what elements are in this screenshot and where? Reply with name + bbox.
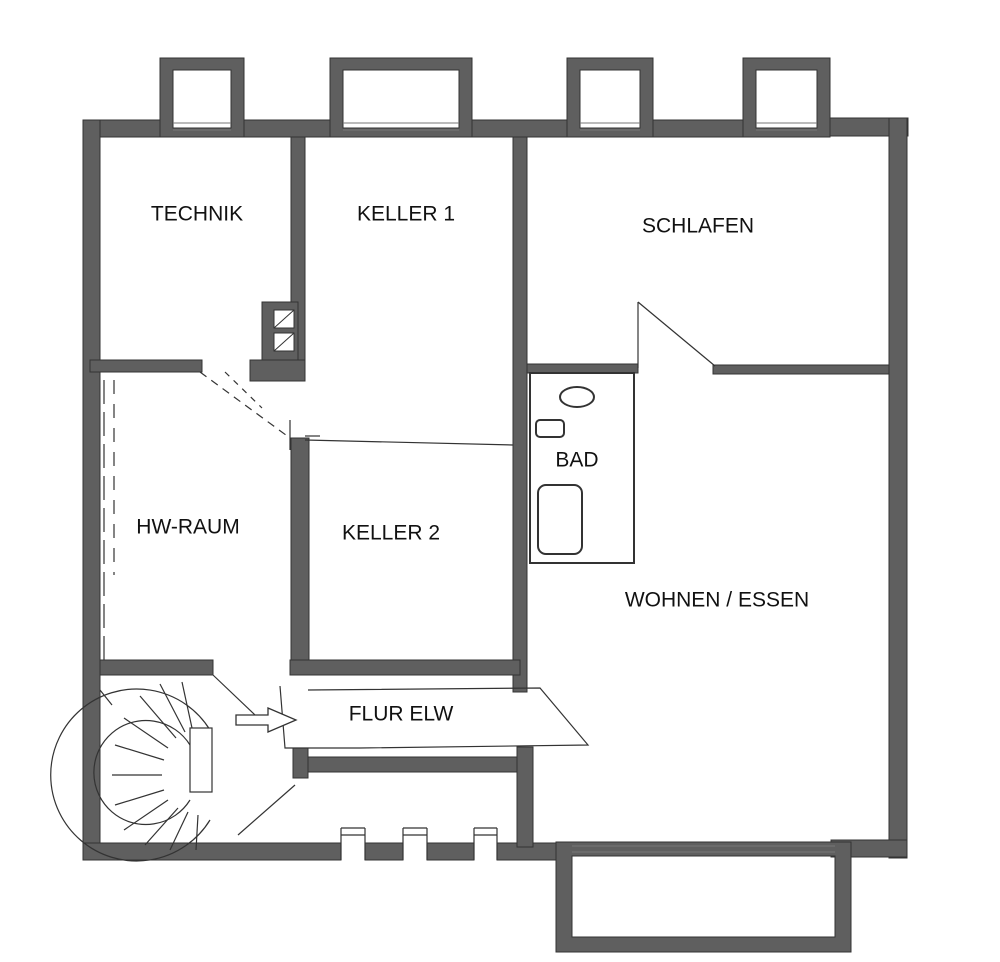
- label-technik: TECHNIK: [151, 203, 243, 226]
- wall-stair-top: [99, 659, 214, 676]
- label-schlafen: SCHLAFEN: [642, 215, 754, 238]
- light-well-1: [159, 57, 245, 138]
- wall-flur-left: [292, 747, 309, 779]
- wall-bottom-mid: [364, 842, 404, 861]
- wall-schlafen-bad: [526, 363, 639, 374]
- label-flur-elw: FLUR ELW: [349, 703, 454, 726]
- bathroom: [529, 372, 635, 564]
- room-labels: TECHNIK KELLER 1 SCHLAFEN BAD HW-RAUM KE…: [136, 203, 809, 726]
- light-well-4: [742, 57, 831, 138]
- light-well-3: [566, 57, 654, 138]
- spiral-staircase: [50, 681, 213, 862]
- window-lines: [173, 122, 817, 131]
- wall-top-b: [465, 119, 572, 138]
- wall-hw-keller2: [290, 437, 310, 669]
- label-bad: BAD: [555, 449, 598, 472]
- light-wells: [159, 57, 831, 138]
- wall-bottom-mid2: [426, 842, 475, 861]
- wall-left: [82, 119, 101, 861]
- label-wohnen-essen: WOHNEN / ESSEN: [625, 589, 809, 612]
- label-keller2: KELLER 2: [342, 522, 440, 545]
- label-hw-raum: HW-RAUM: [136, 516, 239, 539]
- wall-top-c: [649, 119, 748, 138]
- chimney-shafts: [261, 301, 299, 361]
- label-keller1: KELLER 1: [357, 203, 455, 226]
- wall-right: [888, 117, 908, 859]
- terrace-bay: [555, 841, 852, 953]
- toilet-icon: [535, 419, 565, 438]
- exterior-walls: [82, 117, 909, 861]
- sink-icon: [559, 386, 595, 408]
- wall-keller2-flur: [289, 659, 521, 676]
- entrance-arrow-icon: [235, 707, 298, 733]
- wall-schlafen-wohnen: [712, 364, 890, 375]
- wall-flur-bottom: [292, 756, 521, 773]
- wall-technik-hw: [89, 359, 203, 373]
- bathtub-icon: [537, 484, 583, 555]
- thin-lines: [103, 301, 716, 860]
- wall-technik-hw-b: [249, 359, 306, 382]
- terrace-window-lines: [572, 845, 835, 853]
- wall-top-a: [240, 119, 335, 138]
- wall-lower-right: [516, 746, 534, 848]
- wall-keller1-schlafen: [512, 136, 528, 693]
- light-well-2: [329, 57, 473, 138]
- wall-bottom-left: [82, 842, 342, 861]
